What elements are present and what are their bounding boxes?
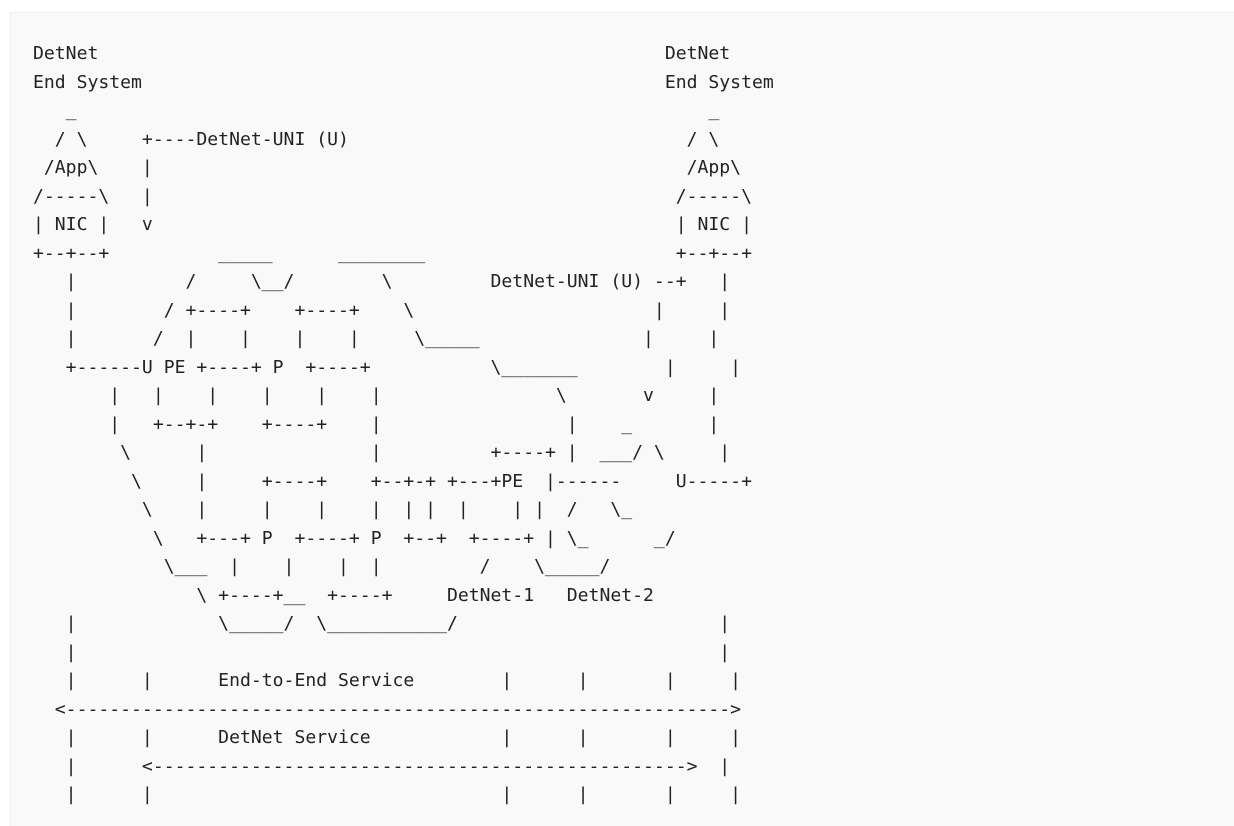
- diagram-line: | \_____/ \___________/ |: [33, 613, 731, 634]
- figure-container: DetNet DetNet End System End System _ _: [10, 12, 1234, 826]
- diagram-line: +--+--+ _____ ________ +--+--+: [33, 242, 752, 264]
- diagram-line: \ | | | | | | | | | / \_: [33, 499, 644, 520]
- diagram-line: | | End-to-End Service | | | |: [33, 670, 742, 691]
- diagram-line: | / +----+ +----+ \ | |: [33, 299, 731, 321]
- diagram-line: | | DetNet Service | | | |: [33, 727, 742, 748]
- diagram-line: | |: [33, 641, 731, 663]
- diagram-line: <---------------------------------------…: [33, 698, 742, 720]
- diagram-line: | NIC | v | NIC |: [33, 214, 752, 235]
- diagram-line: | / \__/ \ DetNet-UNI (U) --+ |: [33, 271, 731, 292]
- diagram-line: +------U PE +----+ P +----+ \_______ | |: [33, 356, 742, 378]
- diagram-line: /-----\ | /-----\: [33, 185, 752, 207]
- detnet-ascii-diagram: DetNet DetNet End System End System _ _: [33, 40, 774, 810]
- diagram-line: \ | +----+ +--+-+ +---+PE |------ U-----…: [33, 470, 752, 492]
- diagram-line: \ +----+__ +----+ DetNet-1 DetNet-2: [33, 584, 654, 606]
- diagram-line: \ | | +----+ | ___/ \ |: [33, 442, 731, 463]
- diagram-line: | | | | | | \ v |: [33, 385, 720, 406]
- diagram-line: \ +---+ P +----+ P +--+ +----+ | \_ _/: [33, 527, 676, 549]
- diagram-line: \___ | | | | / \_____/: [33, 556, 611, 577]
- diagram-line: / \ +----DetNet-UNI (U) / \: [33, 128, 720, 150]
- diagram-line: _ _: [33, 100, 720, 121]
- diagram-line: | <-------------------------------------…: [33, 755, 731, 777]
- diagram-line: | / | | | | \_____ | |: [33, 328, 720, 349]
- diagram-line: DetNet DetNet: [33, 43, 731, 64]
- diagram-line: | +--+-+ +----+ | | _ |: [33, 413, 720, 435]
- diagram-line: /App\ | /App\: [33, 157, 742, 178]
- diagram-line: | | | | | |: [33, 784, 742, 805]
- diagram-line: End System End System: [33, 71, 774, 93]
